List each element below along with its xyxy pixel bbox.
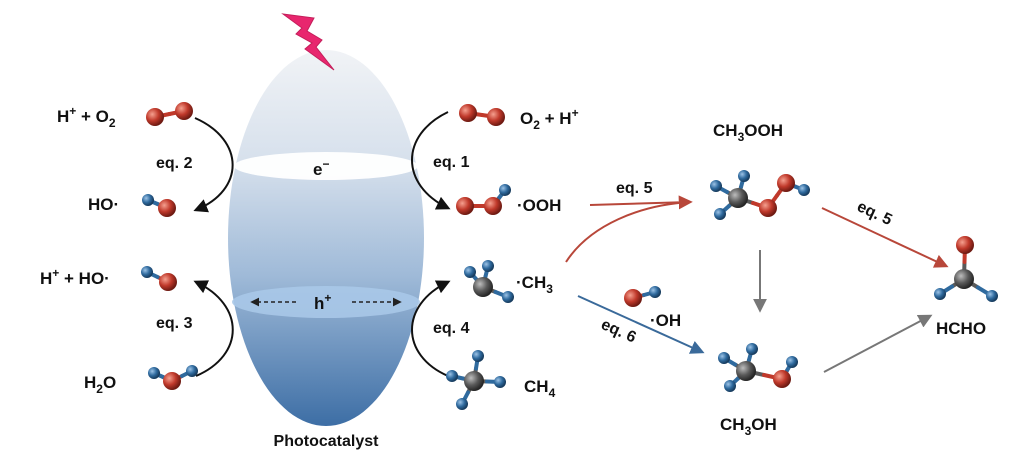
oxygen-atom — [163, 372, 181, 390]
hydrogen-atom — [738, 170, 750, 182]
valence-band-disc — [232, 286, 420, 318]
conduction-band-disc — [234, 152, 418, 180]
oxygen-atom — [956, 236, 974, 254]
oxygen-atom — [175, 102, 193, 120]
hcho-label: HCHO — [936, 319, 986, 338]
h-plus-o2-label: H+ + O2 — [57, 104, 116, 130]
oxygen-atom — [773, 370, 791, 388]
hydrogen-atom — [148, 367, 160, 379]
carbon-atom — [728, 188, 748, 208]
hydrogen-atom — [141, 266, 153, 278]
formaldehyde-molecule — [934, 236, 998, 302]
oh-radical-label: ·OH — [650, 311, 681, 330]
ooh-radical-label: ·OOH — [517, 196, 561, 215]
hydrogen-atom — [494, 376, 506, 388]
oxygen-atom — [624, 289, 642, 307]
hydrogen-atom — [724, 380, 736, 392]
hydrogen-atom — [499, 184, 511, 196]
eq1-label: eq. 1 — [433, 154, 470, 171]
hydrogen-atom — [798, 184, 810, 196]
oxygen-atom — [459, 104, 477, 122]
hydrogen-atom — [446, 370, 458, 382]
eq2-arrow — [193, 117, 234, 213]
ch3ooh-to-hcho-arrow — [821, 207, 949, 268]
oxygen-atom — [484, 197, 502, 215]
photocatalyst-particle — [228, 50, 424, 426]
electron-label: e− — [313, 157, 329, 179]
eq2-label: eq. 2 — [156, 155, 193, 172]
hydrogen-atom — [142, 194, 154, 206]
eq5-label-top: eq. 5 — [616, 180, 653, 197]
h2o-label: H2O — [84, 373, 116, 396]
hydrogen-atom — [786, 356, 798, 368]
hydrogen-atom — [472, 350, 484, 362]
ch3-radical-label: ·CH3 — [516, 273, 553, 296]
lightning-bolt-icon — [281, 13, 335, 71]
oxygen-atom — [777, 174, 795, 192]
hydrogen-atom — [714, 208, 726, 220]
ch3oh-to-hcho-arrow — [823, 314, 933, 373]
carbon-atom — [464, 371, 484, 391]
ooh-radical-molecule — [456, 184, 511, 215]
h-plus-ho-label: H+ + HO· — [40, 266, 110, 288]
ho-radical-molecule-left — [142, 194, 176, 217]
oxygen-atom — [456, 197, 474, 215]
oxygen-atom — [158, 199, 176, 217]
ch3ooh-label: CH3OOH — [713, 121, 783, 144]
methanol-molecule — [718, 343, 798, 392]
eq5-label-diagonal: eq. 5 — [854, 198, 894, 229]
carbon-atom — [473, 277, 493, 297]
carbon-atom — [954, 269, 974, 289]
ch4-label: CH4 — [524, 377, 556, 400]
hydrogen-atom — [464, 266, 476, 278]
methane-molecule — [446, 350, 506, 410]
eq4-label: eq. 4 — [433, 320, 470, 337]
eq3-arrow — [193, 280, 234, 377]
hydrogen-atom — [482, 260, 494, 272]
eq4-arrow — [411, 280, 451, 377]
eq3-label: eq. 3 — [156, 315, 193, 332]
oxygen-atom — [146, 108, 164, 126]
molecules — [141, 102, 998, 410]
hydrogen-atom — [746, 343, 758, 355]
o2-plus-h-label: O2 + H+ — [520, 106, 579, 132]
photocatalyst-label: Photocatalyst — [274, 433, 380, 450]
water-molecule — [148, 365, 198, 390]
hydrogen-atom — [986, 290, 998, 302]
hydrogen-atom — [502, 291, 514, 303]
hydrogen-atom — [934, 288, 946, 300]
hydrogen-atom — [710, 180, 722, 192]
carbon-atom — [736, 361, 756, 381]
eq1-arrow — [411, 111, 451, 210]
o2-molecule-middle — [459, 104, 505, 126]
hole-label: h+ — [314, 291, 331, 313]
hydroxyl-radical-molecule — [624, 286, 661, 307]
ho-radical-molecule-left-lower — [141, 266, 177, 291]
ooh-to-ch3ooh-arrow — [589, 195, 693, 210]
hydrogen-atom — [649, 286, 661, 298]
hydrogen-atom — [186, 365, 198, 377]
ho-radical-label: HO· — [88, 195, 119, 214]
ch3-to-ch3oh-arrow — [577, 295, 705, 354]
ch3-to-ch3ooh-arrow — [565, 201, 691, 263]
oxygen-atom — [159, 273, 177, 291]
hydrogen-atom — [718, 352, 730, 364]
methyl-hydroperoxide-molecule — [710, 170, 810, 220]
oxygen-atom — [759, 199, 777, 217]
hydrogen-atom — [456, 398, 468, 410]
oxygen-atom — [487, 108, 505, 126]
o2-molecule-left — [146, 102, 193, 126]
ch3oh-label: CH3OH — [720, 415, 777, 438]
methyl-radical-molecule — [464, 260, 514, 303]
